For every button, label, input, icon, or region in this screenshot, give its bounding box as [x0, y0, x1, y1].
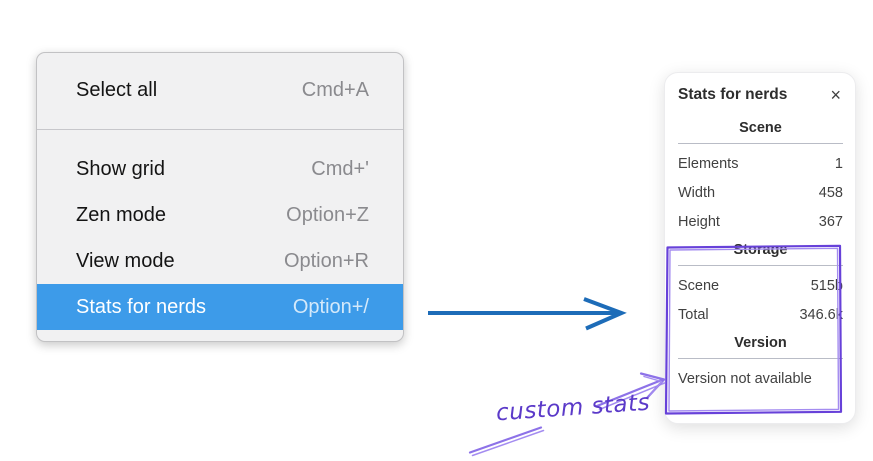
- stat-value: 1: [834, 155, 843, 172]
- stat-value: 515b: [810, 277, 843, 294]
- stat-row-elements: Elements 1: [678, 149, 843, 178]
- pointer-arrow-icon: [428, 297, 627, 331]
- close-icon[interactable]: ×: [830, 85, 841, 105]
- stats-panel-title: Stats for nerds: [678, 86, 788, 103]
- scene-section: Scene Elements 1 Width 458 Height 367: [678, 114, 843, 236]
- menu-item-shortcut: Cmd+A: [301, 78, 369, 101]
- menu-item-shortcut: Option+R: [283, 249, 369, 272]
- section-divider: [678, 358, 843, 359]
- menu-item-label: Show grid: [76, 157, 165, 180]
- stat-row-scene-size: Scene 515b: [678, 271, 843, 300]
- version-section: Version Version not available: [678, 329, 843, 387]
- menu-item-view-mode[interactable]: View mode Option+R: [37, 238, 403, 284]
- menu-item-shortcut: Cmd+': [311, 157, 369, 180]
- menu-item-label: View mode: [76, 249, 175, 272]
- menu-divider: [37, 129, 403, 130]
- stat-label: Width: [678, 184, 716, 201]
- menu-item-label: Stats for nerds: [76, 295, 207, 318]
- stats-panel: Stats for nerds × Scene Elements 1 Width…: [664, 72, 856, 424]
- stat-row-total-size: Total 346.6k: [678, 300, 843, 329]
- stat-row-width: Width 458: [678, 178, 843, 207]
- storage-section-heading: Storage: [733, 242, 788, 258]
- stat-value: 367: [818, 213, 843, 230]
- menu-item-shortcut: Option+/: [292, 295, 369, 318]
- menu-item-label: Zen mode: [76, 203, 167, 226]
- menu-item-stats-for-nerds[interactable]: Stats for nerds Option+/: [37, 284, 403, 330]
- stat-label: Elements: [678, 155, 739, 172]
- version-section-heading: Version: [734, 335, 787, 351]
- stat-row-height: Height 367: [678, 207, 843, 236]
- stat-label: Total: [678, 306, 709, 323]
- section-divider: [678, 143, 843, 144]
- storage-section: Storage Scene 515b Total 346.6k: [678, 236, 843, 329]
- menu-item-label: Select all: [76, 78, 158, 101]
- menu-item-show-grid[interactable]: Show grid Cmd+': [37, 146, 403, 192]
- menu-item-select-all[interactable]: Select all Cmd+A: [37, 67, 403, 113]
- stat-value: 458: [818, 184, 843, 201]
- custom-stats-annotation: custom stats: [495, 389, 651, 427]
- scene-section-heading: Scene: [739, 120, 782, 136]
- stat-label: Scene: [678, 277, 720, 294]
- menu-item-zen-mode[interactable]: Zen mode Option+Z: [37, 192, 403, 238]
- context-menu: Select all Cmd+A Show grid Cmd+' Zen mod…: [36, 52, 404, 342]
- stat-value: 346.6k: [799, 306, 843, 323]
- version-note: Version not available: [678, 371, 812, 387]
- menu-item-shortcut: Option+Z: [286, 203, 369, 226]
- section-divider: [678, 265, 843, 266]
- stats-panel-header: Stats for nerds ×: [678, 86, 843, 104]
- stat-label: Height: [678, 213, 720, 230]
